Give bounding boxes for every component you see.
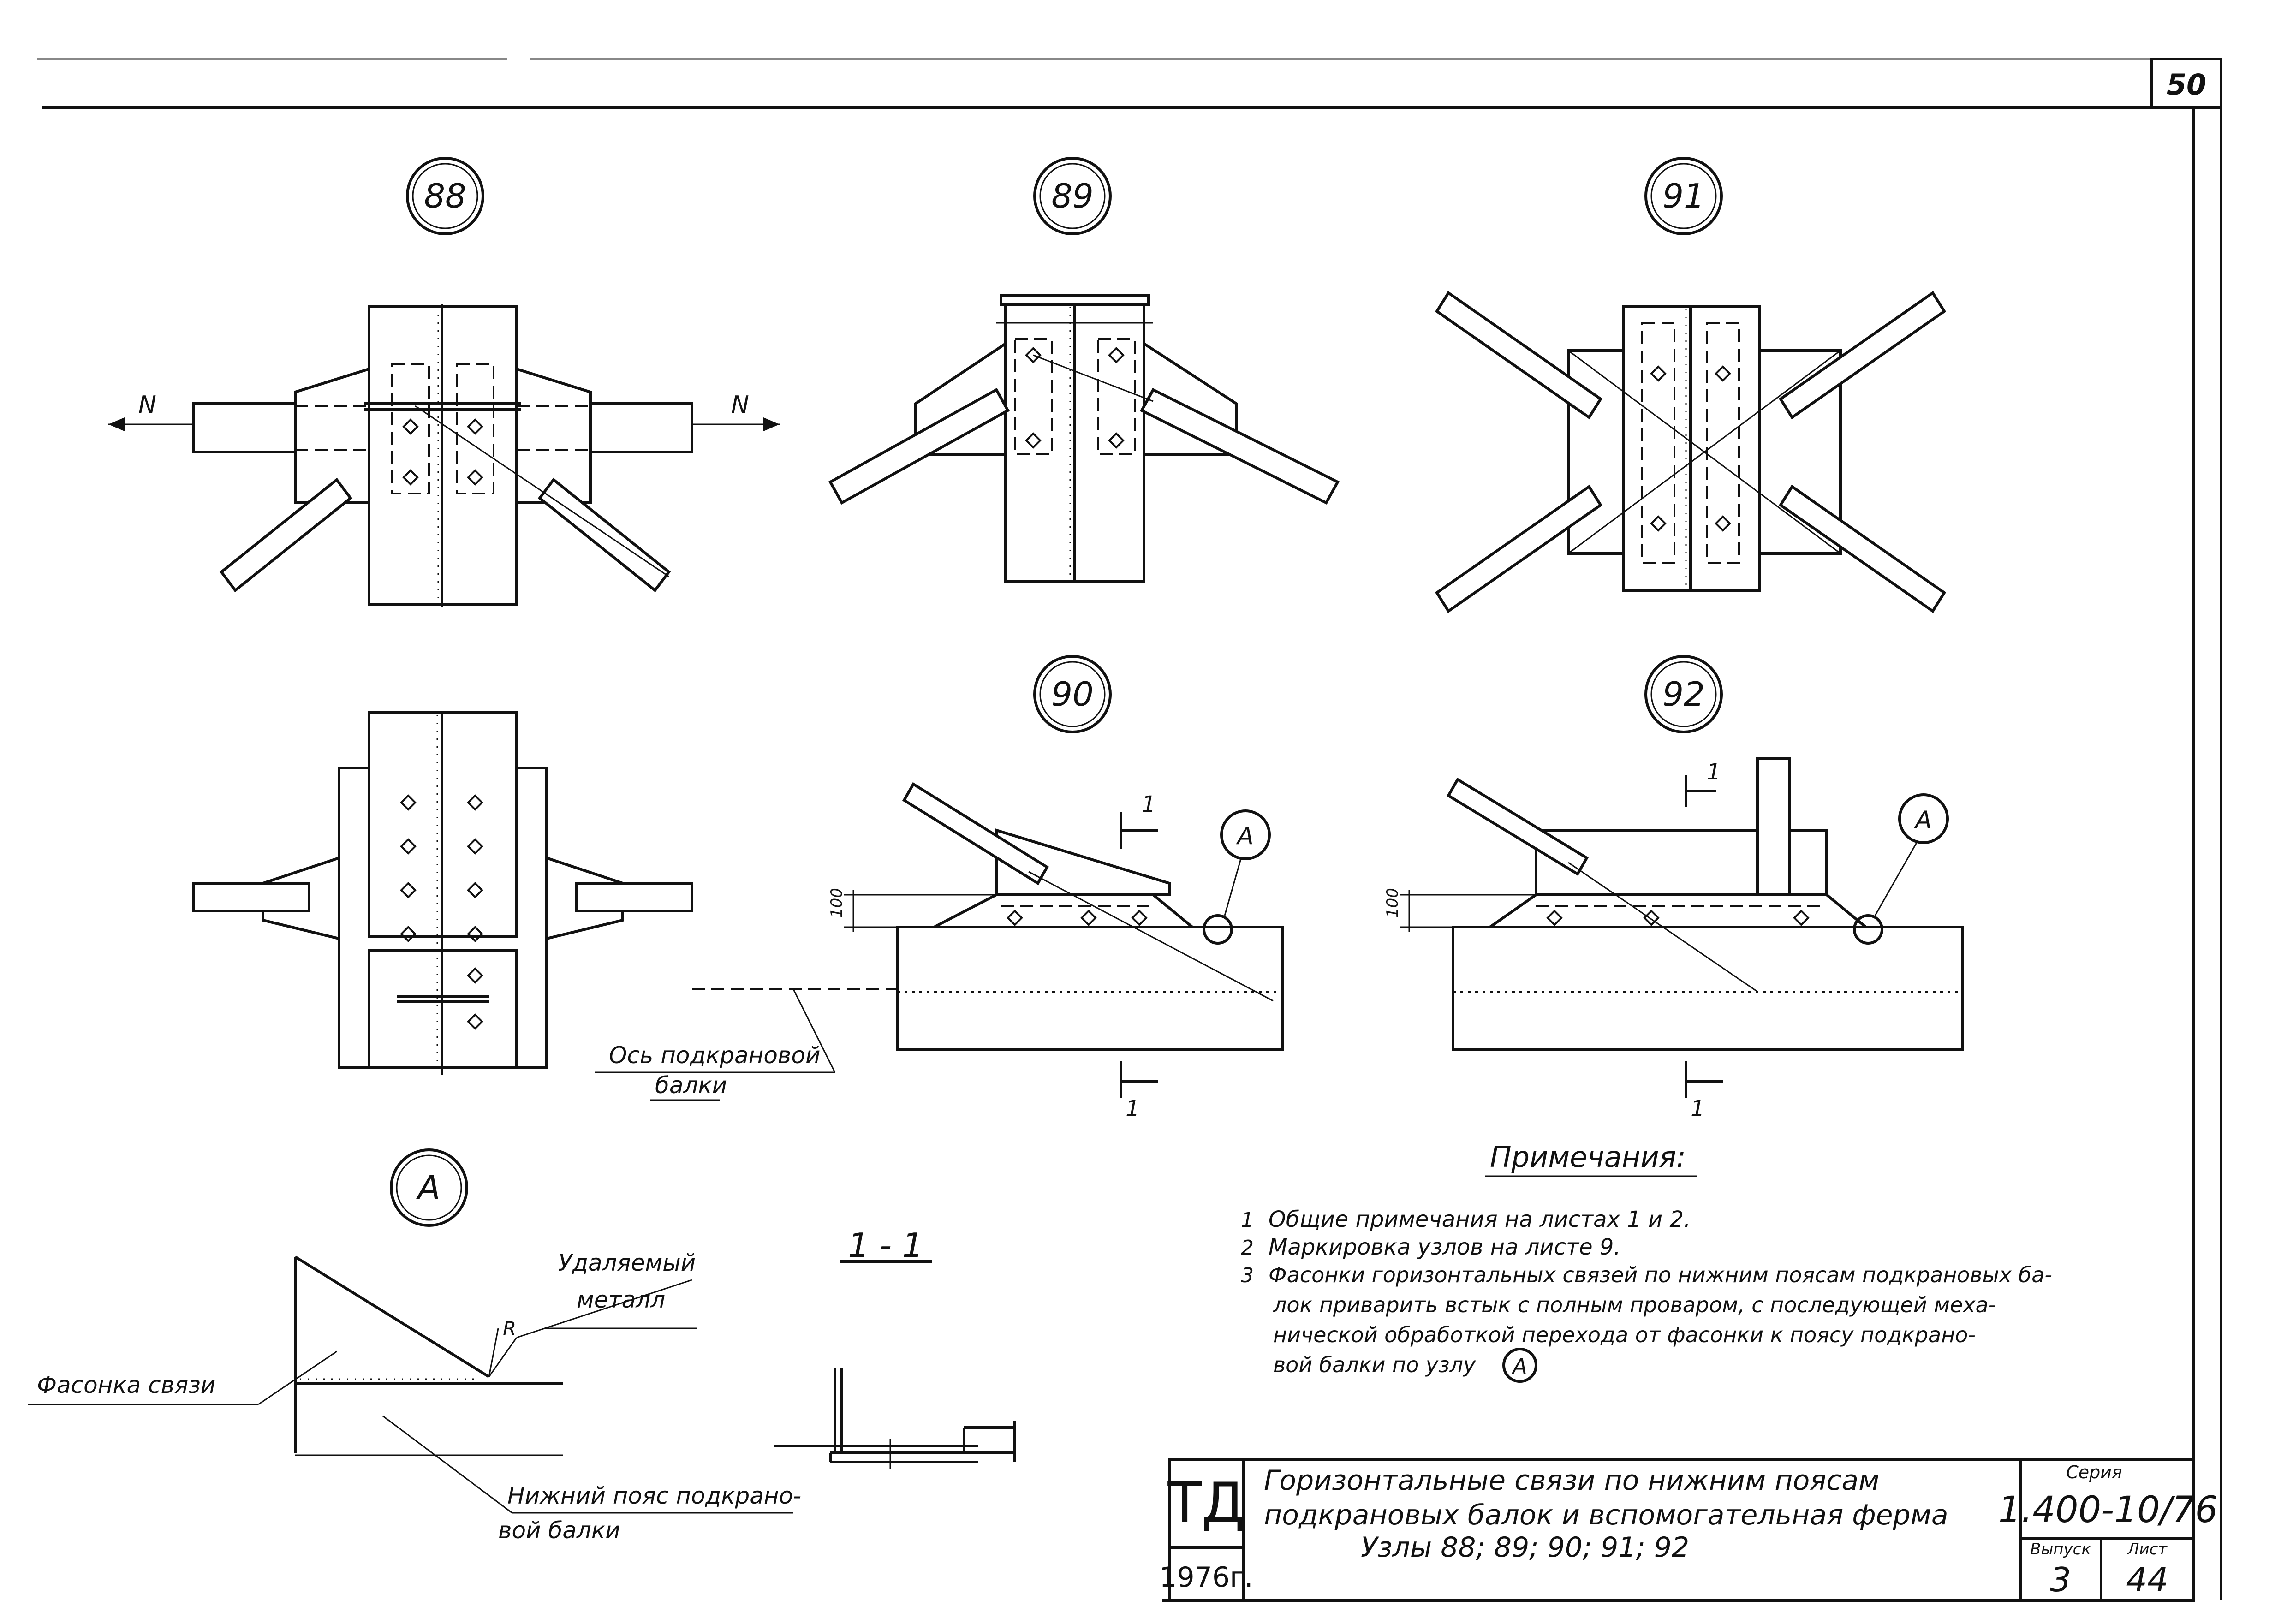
note-3-line3: нической обработкой перехода от фасонки …	[1273, 1322, 1976, 1347]
title-line1: Горизонтальные связи по нижним поясам	[1264, 1464, 1879, 1497]
detail-a-marker-90: A	[1236, 822, 1254, 850]
force-n-right: N	[731, 391, 749, 419]
section-1-1-drawing	[774, 1260, 1016, 1469]
issue-value: 3	[2050, 1560, 2071, 1599]
section-mark-90-bottom: 1	[1126, 1096, 1140, 1122]
force-n-left: N	[138, 391, 156, 419]
title-line2: подкрановых балок и вспомогательная ферм…	[1264, 1499, 1948, 1531]
dim-100-90: 100	[828, 888, 846, 918]
removed-metal-line2: металл	[577, 1286, 665, 1313]
note-3-line4: вой балки по узлу	[1273, 1352, 1476, 1377]
title-block	[1168, 1458, 2195, 1602]
bracing-gusset-label: Фасонка связи	[37, 1372, 215, 1398]
title-org: ТД	[1167, 1471, 1245, 1535]
note-1-num: 1	[1241, 1208, 1254, 1232]
node-90-label: 90	[1051, 675, 1094, 714]
section-1-1-label: 1 - 1	[848, 1226, 923, 1265]
series-value: 1.400-10/76	[1998, 1489, 2218, 1531]
dim-100-92: 100	[1383, 888, 1402, 918]
sheet-label: Лист	[2126, 1540, 2168, 1559]
node-92-drawing	[1400, 655, 1964, 1098]
crane-beam-axis-label-line2: балки	[655, 1072, 727, 1099]
node-89-drawing	[828, 157, 1340, 583]
sheet-value: 44	[2126, 1560, 2168, 1599]
title-line3: Узлы 88; 89; 90; 91; 92	[1361, 1531, 1689, 1564]
node-90-drawing	[692, 655, 1284, 1098]
detail-a-label: A	[416, 1168, 440, 1207]
sheet-number: 50	[2167, 68, 2206, 101]
removed-metal-line1: Удаляемый	[558, 1249, 696, 1276]
section-mark-90-top: 1	[1142, 791, 1156, 817]
node-88-drawing	[108, 157, 780, 607]
node-89-label: 89	[1051, 177, 1094, 215]
note-3-line2: лок приварить встык с полным проваром, с…	[1273, 1292, 1996, 1317]
lower-flange-line2: вой балки	[498, 1517, 620, 1544]
note-2-num: 2	[1241, 1236, 1254, 1260]
section-mark-92-top: 1	[1707, 759, 1721, 785]
note-1-text: Общие примечания на листах 1 и 2.	[1269, 1207, 1691, 1232]
note-2-text: Маркировка узлов на листе 9.	[1269, 1234, 1621, 1260]
note-3-ref-circle	[1502, 1348, 1537, 1383]
issue-label: Выпуск	[2030, 1540, 2091, 1559]
note-3-num: 3	[1241, 1264, 1254, 1287]
crane-beam-axis-leader	[595, 989, 836, 1101]
node-91-label: 91	[1662, 177, 1705, 215]
crane-beam-axis-label-line1: Ось подкрановой	[609, 1042, 820, 1069]
notes-title: Примечания:	[1490, 1140, 1686, 1174]
node-88-bottom-drawing	[192, 711, 693, 1075]
detail-a-drawing	[28, 1148, 793, 1514]
note-3-ref: A	[1511, 1354, 1527, 1379]
node-91-drawing	[1435, 157, 1947, 613]
node-92-label: 92	[1662, 675, 1705, 714]
title-year: 1976г.	[1159, 1561, 1253, 1594]
series-label: Серия	[2066, 1462, 2122, 1482]
note-3-text: Фасонки горизонтальных связей по нижним …	[1269, 1262, 2052, 1287]
section-mark-92-bottom: 1	[1691, 1096, 1705, 1122]
lower-flange-line1: Нижний пояс подкрано-	[507, 1482, 801, 1509]
detail-a-marker-92: A	[1914, 806, 1932, 834]
node-88-label: 88	[424, 177, 466, 215]
r-label: R	[503, 1317, 516, 1340]
